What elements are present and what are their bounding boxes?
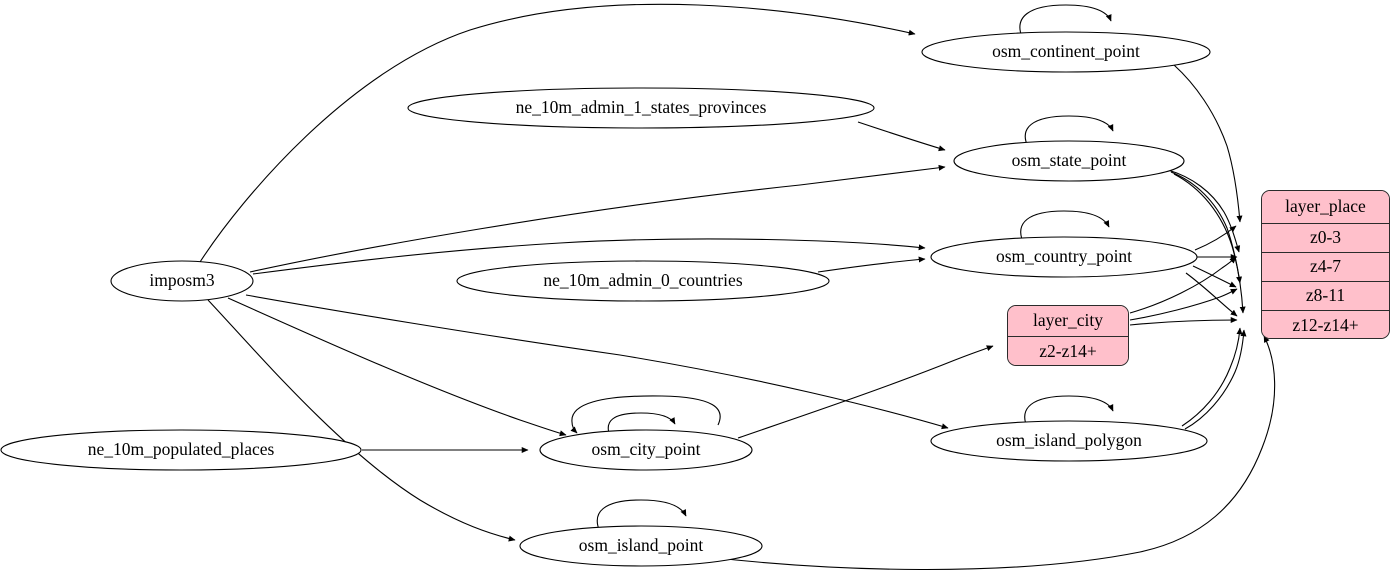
node-osm_country_point[interactable]: osm_country_point [930, 236, 1198, 278]
record-row-layer-place-z4-7[interactable]: z4-7 [1262, 253, 1389, 282]
node-label-osm_state_point: osm_state_point [1012, 150, 1127, 170]
edge-osm_island_polygon-to-layer_place-z12-z14 [1184, 329, 1247, 430]
edge-imposm3-to-osm_island_point [207, 299, 516, 542]
edge-osm_island_polygon-to-layer_place-z12-z14-b [1181, 327, 1243, 427]
node-label-imposm3: imposm3 [149, 270, 214, 290]
edge-osm_state_point-to-layer_place-z4-7 [1167, 169, 1241, 253]
node-label-osm_country_point: osm_country_point [996, 246, 1132, 266]
node-label-osm_island_point: osm_island_point [579, 535, 704, 555]
node-osm_island_polygon[interactable]: osm_island_polygon [930, 420, 1208, 462]
edge-layer_city-to-layer_place-z12-z14 [1129, 316, 1238, 326]
edge-osm_country_point-to-layer_place-z12-z14 [1185, 272, 1238, 317]
edge-imposm3-to-osm_city_point [227, 297, 567, 437]
edge-osm_country_point-to-layer_place-z0-3 [1194, 225, 1237, 251]
edge-osm_continent_point-to-layer_place-z0-3 [1173, 64, 1243, 223]
record-row-layer-place-title: layer_place [1262, 191, 1389, 224]
record-node-layer-place[interactable]: layer_place z0-3 z4-7 z8-11 z12-z14+ [1261, 190, 1390, 339]
edge-osm_state_point-self-loop [1024, 115, 1114, 148]
edge-imposm3-to-osm_country_point [252, 238, 926, 275]
edge-osm_city_point-self-loop-inner [607, 412, 676, 437]
edge-osm_country_point-self-loop [1020, 210, 1110, 243]
node-label-ne_10m_admin_1_states_provinces: ne_10m_admin_1_states_provinces [516, 97, 767, 117]
node-osm_island_point[interactable]: osm_island_point [519, 525, 763, 567]
node-label-osm_city_point: osm_city_point [592, 439, 701, 459]
edge-layer_city-to-layer_place-z4-7 [1129, 256, 1237, 314]
node-label-osm_continent_point: osm_continent_point [992, 41, 1140, 61]
edge-osm_country_point-to-layer_place-z8-11 [1192, 265, 1237, 288]
edge-imposm3-to-osm_island_polygon [245, 294, 949, 430]
record-node-layer-city[interactable]: layer_city z2-z14+ [1007, 305, 1129, 366]
record-row-layer-place-z12-z14[interactable]: z12-z14+ [1262, 311, 1389, 338]
record-row-layer-city-z2-z14[interactable]: z2-z14+ [1008, 337, 1128, 365]
edge-osm_city_point-self-loop-outer [570, 395, 721, 434]
record-row-layer-place-z0-3[interactable]: z0-3 [1262, 224, 1389, 253]
node-ne_10m_admin_1_states_provinces[interactable]: ne_10m_admin_1_states_provinces [407, 87, 875, 129]
node-osm_city_point[interactable]: osm_city_point [539, 429, 753, 471]
node-osm_state_point[interactable]: osm_state_point [953, 140, 1185, 182]
record-row-layer-place-z8-11[interactable]: z8-11 [1262, 282, 1389, 311]
edge-ne_states_provinces-to-osm_state_point [857, 121, 946, 152]
edge-imposm3-to-osm_state_point [249, 164, 946, 273]
node-imposm3[interactable]: imposm3 [110, 260, 254, 302]
edge-osm_city_point-to-layer_city [737, 345, 994, 439]
node-ne_10m_admin_0_countries[interactable]: ne_10m_admin_0_countries [456, 260, 830, 302]
node-label-ne_10m_admin_0_countries: ne_10m_admin_0_countries [543, 270, 742, 290]
record-row-layer-city-title: layer_city [1008, 306, 1128, 337]
edge-layer_city-to-layer_place-z8-11 [1129, 288, 1238, 321]
node-osm_continent_point[interactable]: osm_continent_point [921, 31, 1211, 73]
edge-osm_island_polygon-self-loop [1024, 395, 1114, 428]
node-label-osm_island_polygon: osm_island_polygon [996, 430, 1142, 450]
edge-ne_countries-to-osm_country_point [817, 256, 926, 273]
node-label-ne_10m_populated_places: ne_10m_populated_places [88, 439, 275, 459]
node-ne_10m_populated_places[interactable]: ne_10m_populated_places [0, 429, 362, 471]
edge-osm_island_point-to-layer_place-z12-z14 [707, 335, 1276, 571]
edge-osm_state_point-to-layer_place-z12-z14 [1173, 173, 1246, 314]
edge-osm_island_point-self-loop [596, 499, 687, 533]
edge-imposm3-to-osm_continent_point [199, 3, 916, 263]
edge-osm_continent_point-self-loop [1019, 4, 1112, 38]
